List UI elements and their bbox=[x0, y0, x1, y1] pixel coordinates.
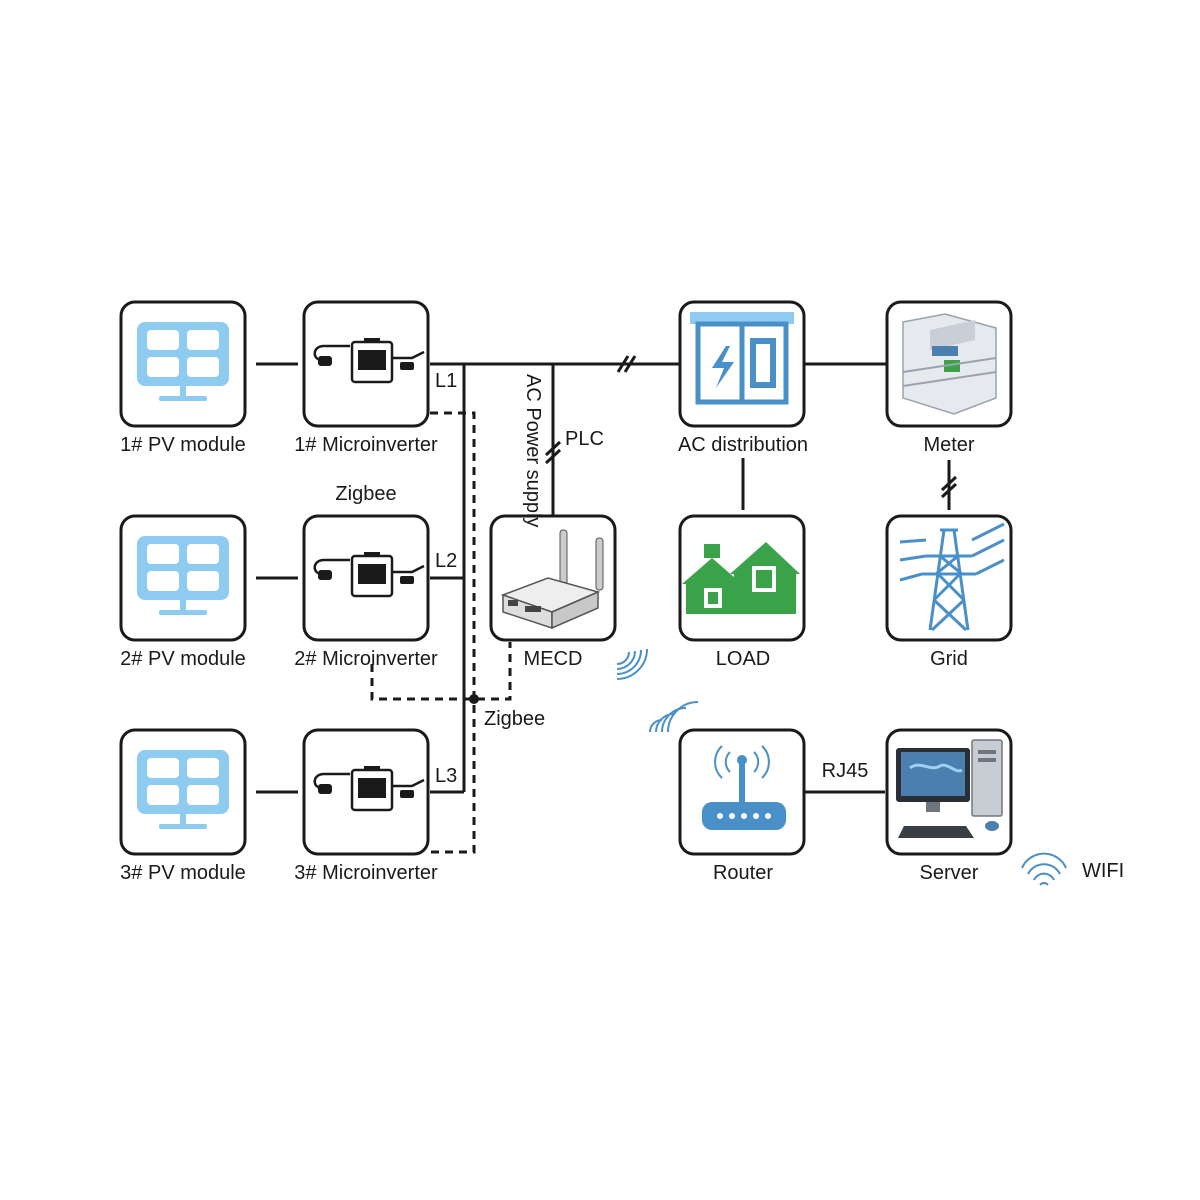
ac-distribution-label: AC distribution bbox=[678, 434, 808, 456]
pv-module-3-label: 3# PV module bbox=[120, 862, 246, 884]
wifi-icon bbox=[1022, 854, 1066, 885]
microinverter-1-label: 1# Microinverter bbox=[294, 434, 438, 456]
electrical-cabinet-icon bbox=[690, 312, 794, 402]
pv-module-2: 2# PV module bbox=[120, 516, 246, 670]
meter-label: Meter bbox=[923, 434, 974, 456]
grid: Grid bbox=[887, 516, 1011, 670]
edge-label-l3: L3 bbox=[435, 765, 457, 787]
wifi-legend-label: WIFI bbox=[1082, 860, 1124, 882]
microinverter-3-label: 3# Microinverter bbox=[294, 862, 438, 884]
mecd: MECD bbox=[491, 516, 647, 679]
microinverter-2-label: 2# Microinverter bbox=[294, 648, 438, 670]
junction-dot bbox=[469, 694, 479, 704]
load: LOAD bbox=[680, 516, 804, 670]
meter: Meter bbox=[887, 302, 1011, 456]
mecd-label: MECD bbox=[524, 648, 583, 670]
pv-module-1-label: 1# PV module bbox=[120, 434, 246, 456]
energy-meter-icon bbox=[903, 314, 996, 414]
ac-distribution: AC distribution bbox=[678, 302, 808, 456]
edge-label-rj45: RJ45 bbox=[822, 760, 869, 782]
server-label: Server bbox=[920, 862, 979, 884]
edge-label-plc: PLC bbox=[565, 428, 604, 450]
edge-label-l1: L1 bbox=[435, 370, 457, 392]
pv-module-1: 1# PV module bbox=[120, 302, 246, 456]
microinverter-3: 3# Microinverter bbox=[294, 730, 438, 884]
edge-label-zigbee-top: Zigbee bbox=[335, 483, 396, 505]
pv-module-2-label: 2# PV module bbox=[120, 648, 246, 670]
router-label: Router bbox=[713, 862, 773, 884]
edge-label-zigbee-bottom: Zigbee bbox=[484, 708, 545, 730]
router: Router bbox=[650, 702, 804, 884]
microinverter-2: 2# Microinverter bbox=[294, 516, 438, 670]
edge-label-l2: L2 bbox=[435, 550, 457, 572]
microinverter-1: 1# Microinverter bbox=[294, 302, 438, 456]
wifi-legend: WIFI bbox=[1022, 854, 1124, 885]
wifi-icon bbox=[617, 649, 647, 679]
server: Server bbox=[887, 730, 1011, 884]
wifi-icon bbox=[650, 702, 698, 732]
edge-label-ac-power-supply: AC Power supply bbox=[522, 374, 544, 527]
grid-label: Grid bbox=[930, 648, 968, 670]
load-label: LOAD bbox=[716, 648, 770, 670]
pv-module-3: 3# PV module bbox=[120, 730, 246, 884]
